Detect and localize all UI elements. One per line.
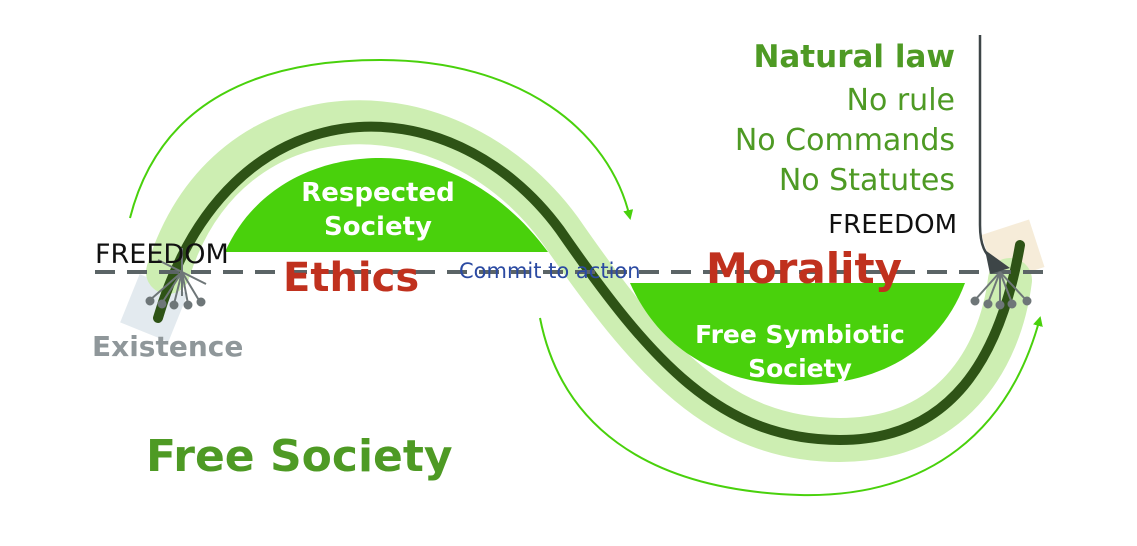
no-statutes-label: No Statutes (778, 163, 955, 198)
no-commands-label: No Commands (734, 123, 955, 158)
left-node-fan (145, 248, 207, 310)
respected-society-line1: Respected (301, 178, 455, 208)
natural-law-line (978, 35, 996, 264)
morality-label: Morality (706, 244, 902, 293)
ethics-label: Ethics (283, 255, 420, 301)
bottom-arc-arrow (539, 316, 1043, 497)
respected-society-line2: Society (324, 212, 432, 242)
curve-dark-line (153, 121, 1025, 446)
freedom-right-label: FREEDOM (828, 210, 957, 240)
free-symbiotic-line1: Free Symbiotic (695, 320, 905, 349)
right-node-fan (970, 271, 1032, 310)
free-society-label: Free Society (146, 431, 453, 482)
existence-label: Existence (92, 330, 244, 363)
natural-law-label: Natural law (753, 39, 955, 75)
free-symbiotic-bowl (630, 283, 965, 385)
freedom-left-label: FREEDOM (95, 239, 229, 270)
commit-to-action-label: Commit to action (459, 259, 641, 283)
respected-society-dome (225, 158, 548, 252)
top-arc-arrow (129, 58, 634, 220)
free-symbiotic-line2: Society (748, 354, 852, 383)
natural-law-arrowhead (985, 250, 1010, 274)
no-rule-label: No rule (846, 83, 955, 118)
